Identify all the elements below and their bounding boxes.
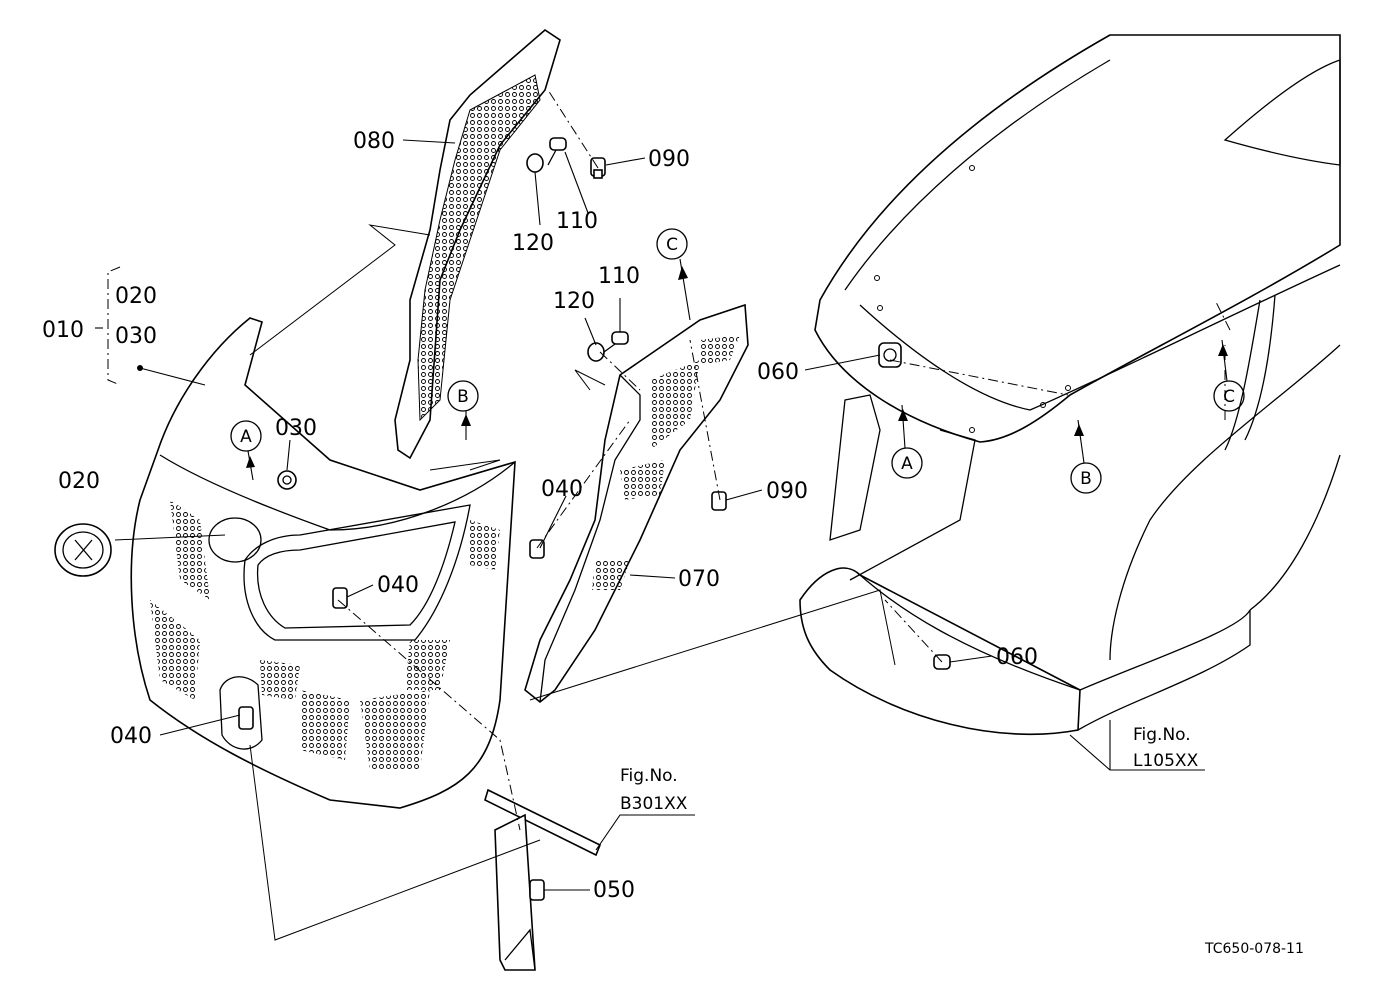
label-050: 050	[593, 878, 635, 903]
fasteners	[238, 137, 951, 901]
fig-ref-l105xx-number: L105XX	[1133, 751, 1199, 771]
label-070: 070	[678, 567, 720, 592]
fastener-040-center	[332, 587, 348, 609]
label-030-group: 030	[115, 324, 157, 349]
fastener-110-upper	[547, 137, 567, 166]
grille-frame-080	[394, 28, 561, 460]
emblem-020	[54, 523, 112, 577]
fig-ref-l105xx-title: Fig.No.	[1133, 725, 1191, 745]
fastener-060-upper	[878, 342, 902, 368]
bracket-b301xx	[484, 788, 602, 971]
label-110-mid: 110	[598, 264, 640, 289]
svg-text:B: B	[457, 387, 469, 407]
label-080: 080	[353, 129, 395, 154]
fastener-050	[529, 879, 545, 901]
label-020-group: 020	[115, 284, 157, 309]
label-110-upper: 110	[556, 209, 598, 234]
nut-030	[277, 470, 297, 490]
ref-marker-a-left: A	[230, 420, 262, 481]
part-labels: 080 090 110 120 110 120 020 010 030 030 …	[42, 129, 1304, 957]
label-090-upper: 090	[648, 147, 690, 172]
fastener-040-right	[529, 539, 545, 559]
washer-120-mid	[587, 342, 605, 362]
label-120-upper: 120	[512, 231, 554, 256]
svg-text:C: C	[666, 235, 678, 255]
fig-ref-b301xx-number: B301XX	[620, 794, 688, 814]
label-040-lower: 040	[110, 724, 152, 749]
label-040-right: 040	[541, 477, 583, 502]
front-grille	[130, 317, 516, 809]
leader-lines	[95, 139, 1205, 891]
label-040-center: 040	[377, 573, 419, 598]
label-010: 010	[42, 318, 84, 343]
svg-text:A: A	[901, 454, 913, 474]
bonnet-assembly	[799, 34, 1341, 736]
ref-marker-c-right: C	[1213, 339, 1245, 412]
side-panel-070	[524, 303, 749, 704]
svg-text:A: A	[240, 427, 252, 447]
fastener-090-upper	[590, 157, 606, 179]
bullet-dot	[137, 365, 143, 371]
label-020: 020	[58, 469, 100, 494]
ref-marker-b-left: B	[447, 380, 479, 440]
fig-ref-b301xx-title: Fig.No.	[620, 766, 678, 786]
fastener-110-mid	[603, 331, 629, 353]
label-090-mid: 090	[766, 479, 808, 504]
group-bracket-010	[107, 266, 121, 386]
reference-markers: A B C A B C	[230, 228, 1245, 494]
assembly-lines	[114, 89, 1231, 941]
svg-text:B: B	[1080, 469, 1092, 489]
label-030: 030	[275, 416, 317, 441]
ref-marker-b-right: B	[1070, 419, 1102, 494]
svg-text:C: C	[1223, 387, 1235, 407]
label-120-mid: 120	[553, 289, 595, 314]
ref-marker-a-right: A	[891, 404, 923, 479]
ref-marker-c-left: C	[656, 228, 691, 321]
label-060-upper: 060	[757, 360, 799, 385]
washer-120-upper	[526, 153, 544, 173]
drawing-code: TC650-078-11	[1204, 941, 1304, 957]
fastener-040-lower	[238, 706, 254, 730]
label-060-lower: 060	[996, 645, 1038, 670]
